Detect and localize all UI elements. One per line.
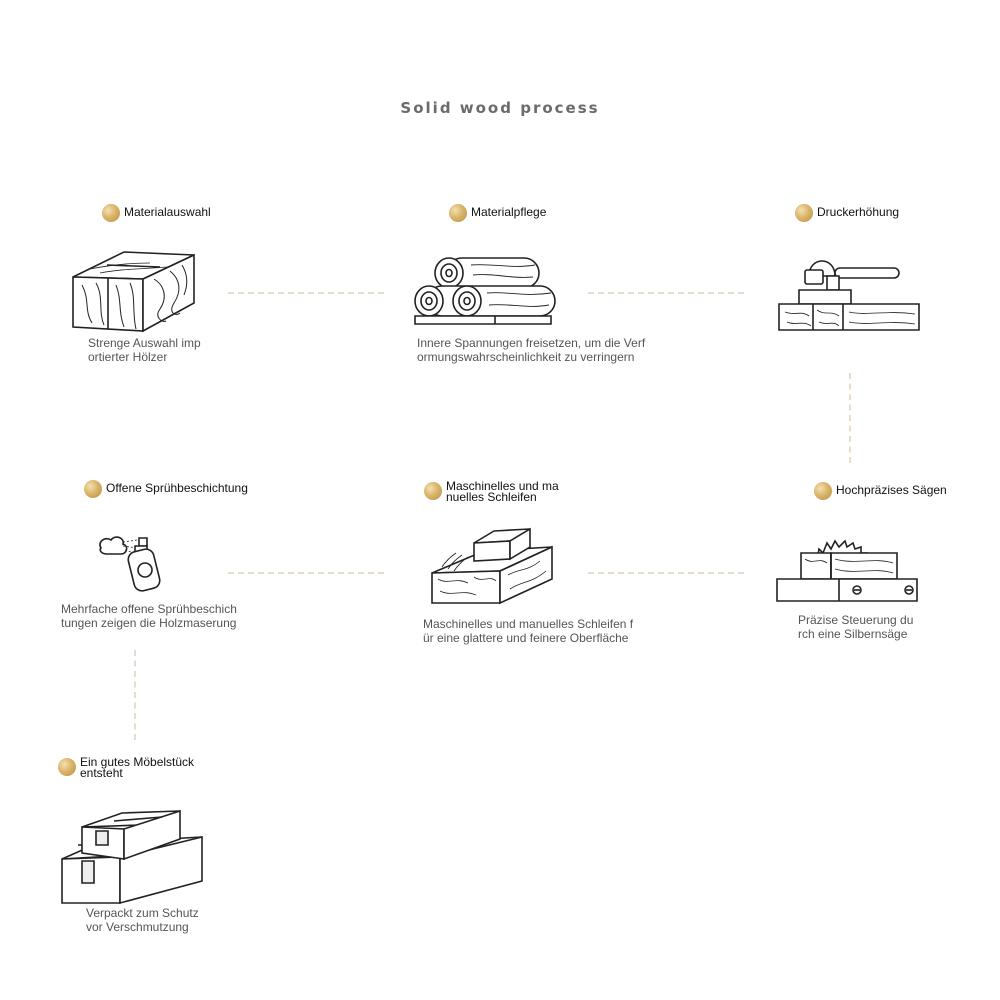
step-3-label: Druckerhöhung	[795, 204, 899, 222]
connector-6-7	[134, 650, 136, 740]
connector-1-2	[228, 292, 384, 294]
step-7-description: Verpackt zum Schutz vor Verschmutzung	[86, 906, 199, 934]
step-7-label: Ein gutes Möbelstück entsteht	[58, 754, 194, 779]
step-3-dot	[795, 204, 813, 222]
step-1-label: Materialauswahl	[102, 204, 211, 222]
clamp-press-icon	[777, 250, 922, 332]
saw-blade-icon	[775, 535, 920, 605]
step-5-label: Maschinelles und ma nuelles Schleifen	[424, 478, 559, 503]
step-6-label: Offene Sprühbeschichtung	[84, 480, 248, 498]
step-5-dot	[424, 482, 442, 500]
step-1-description: Strenge Auswahl imp ortierter Hölzer	[88, 336, 201, 364]
step-1-dot	[102, 204, 120, 222]
step-4-label: Hochpräzises Sägen	[814, 482, 947, 500]
step-2-description: Innere Spannungen freisetzen, um die Ver…	[417, 336, 646, 364]
step-6-dot	[84, 480, 102, 498]
step-7-label-text: Ein gutes Möbelstück entsteht	[80, 755, 195, 780]
sanding-block-icon	[428, 525, 558, 607]
connector-4-5	[588, 572, 744, 574]
step-6-description: Mehrfache offene Sprühbeschich tungen ze…	[61, 602, 237, 630]
wood-block-icon	[70, 245, 200, 335]
step-1-label-text: Materialauswahl	[124, 205, 211, 219]
step-3-label-text: Druckerhöhung	[817, 205, 900, 219]
step-2-label: Materialpflege	[449, 204, 546, 222]
step-6-label-text: Offene Sprühbeschichtung	[106, 481, 248, 495]
spray-can-icon	[97, 532, 167, 594]
connector-5-6	[228, 572, 384, 574]
step-4-label-text: Hochpräzises Sägen	[836, 483, 947, 497]
step-5-description: Maschinelles und manuelles Schleifen f ü…	[423, 617, 634, 645]
diagram-title: Solid wood process	[400, 99, 600, 117]
step-4-description: Präzise Steuerung du rch eine Silbernsäg…	[798, 613, 914, 641]
connector-3-4	[849, 373, 851, 463]
step-5-label-text: Maschinelles und ma nuelles Schleifen	[446, 479, 559, 504]
step-7-dot	[58, 758, 76, 776]
step-2-dot	[449, 204, 467, 222]
step-2-label-text: Materialpflege	[471, 205, 547, 219]
package-boxes-icon	[58, 805, 208, 905]
step-4-dot	[814, 482, 832, 500]
connector-2-3	[588, 292, 744, 294]
log-pile-icon	[411, 255, 561, 327]
